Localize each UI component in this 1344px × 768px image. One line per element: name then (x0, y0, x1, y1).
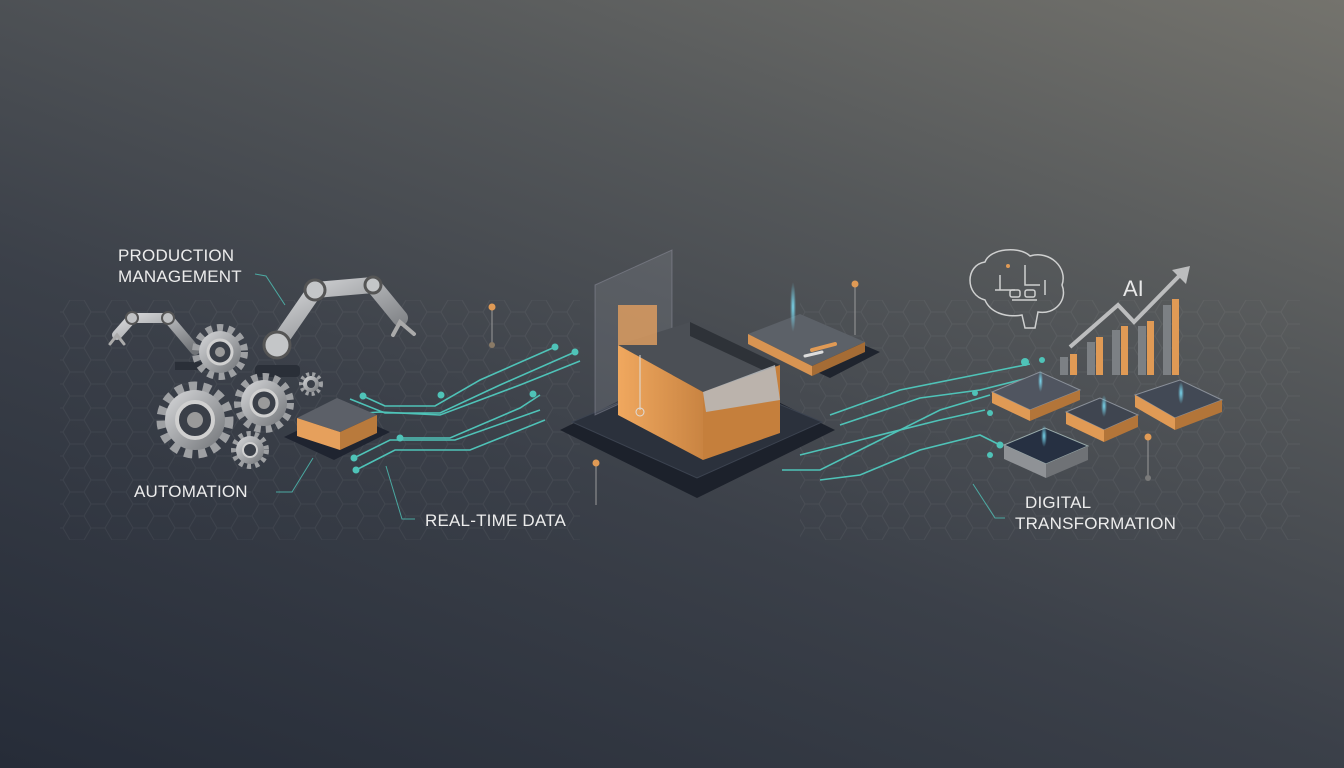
bar (1138, 326, 1146, 375)
gear-icon (299, 372, 323, 396)
bar (1096, 337, 1103, 375)
bar (1163, 305, 1171, 375)
label-digital-transformation: DIGITAL TRANSFORMATION (1015, 492, 1176, 534)
gears (156, 324, 323, 469)
trend-arrow (1068, 271, 1184, 349)
gear-icon (234, 373, 294, 433)
circuit-traces (349, 346, 1041, 481)
label-line: MANAGEMENT (118, 267, 242, 286)
label-line: PRODUCTION (118, 246, 235, 265)
label-ai: AI (1123, 276, 1144, 301)
label-real-time-data: REAL-TIME DATA (425, 511, 567, 530)
label-production-management: PRODUCTION MANAGEMENT (118, 245, 242, 287)
bar (1112, 330, 1120, 375)
label-automation: AUTOMATION (134, 482, 248, 501)
label-line: DIGITAL (1025, 493, 1092, 512)
bar (1147, 321, 1154, 375)
robot-arm-large (255, 275, 416, 377)
bar (1087, 342, 1095, 375)
tile (1002, 427, 1090, 478)
bar (1121, 326, 1128, 375)
bar (1070, 354, 1077, 375)
hex-grid-right (800, 300, 1300, 540)
brain-icon (969, 249, 1065, 329)
bar (1172, 299, 1179, 375)
bar (1060, 357, 1068, 375)
leader-lines (254, 273, 1005, 520)
central-box (560, 249, 835, 498)
arrow-head (1172, 266, 1190, 284)
digital-tiles (990, 370, 1224, 478)
robot-arm-small (108, 311, 215, 370)
label-line: TRANSFORMATION (1015, 514, 1177, 533)
ai-growth-chart (1060, 266, 1190, 375)
gear-icon (192, 324, 248, 380)
automation-chip (284, 398, 390, 460)
pin-markers (488, 280, 1152, 505)
control-panel (748, 282, 880, 378)
tile (990, 371, 1082, 421)
gear-icon (156, 381, 234, 459)
gear-icon (231, 431, 269, 469)
